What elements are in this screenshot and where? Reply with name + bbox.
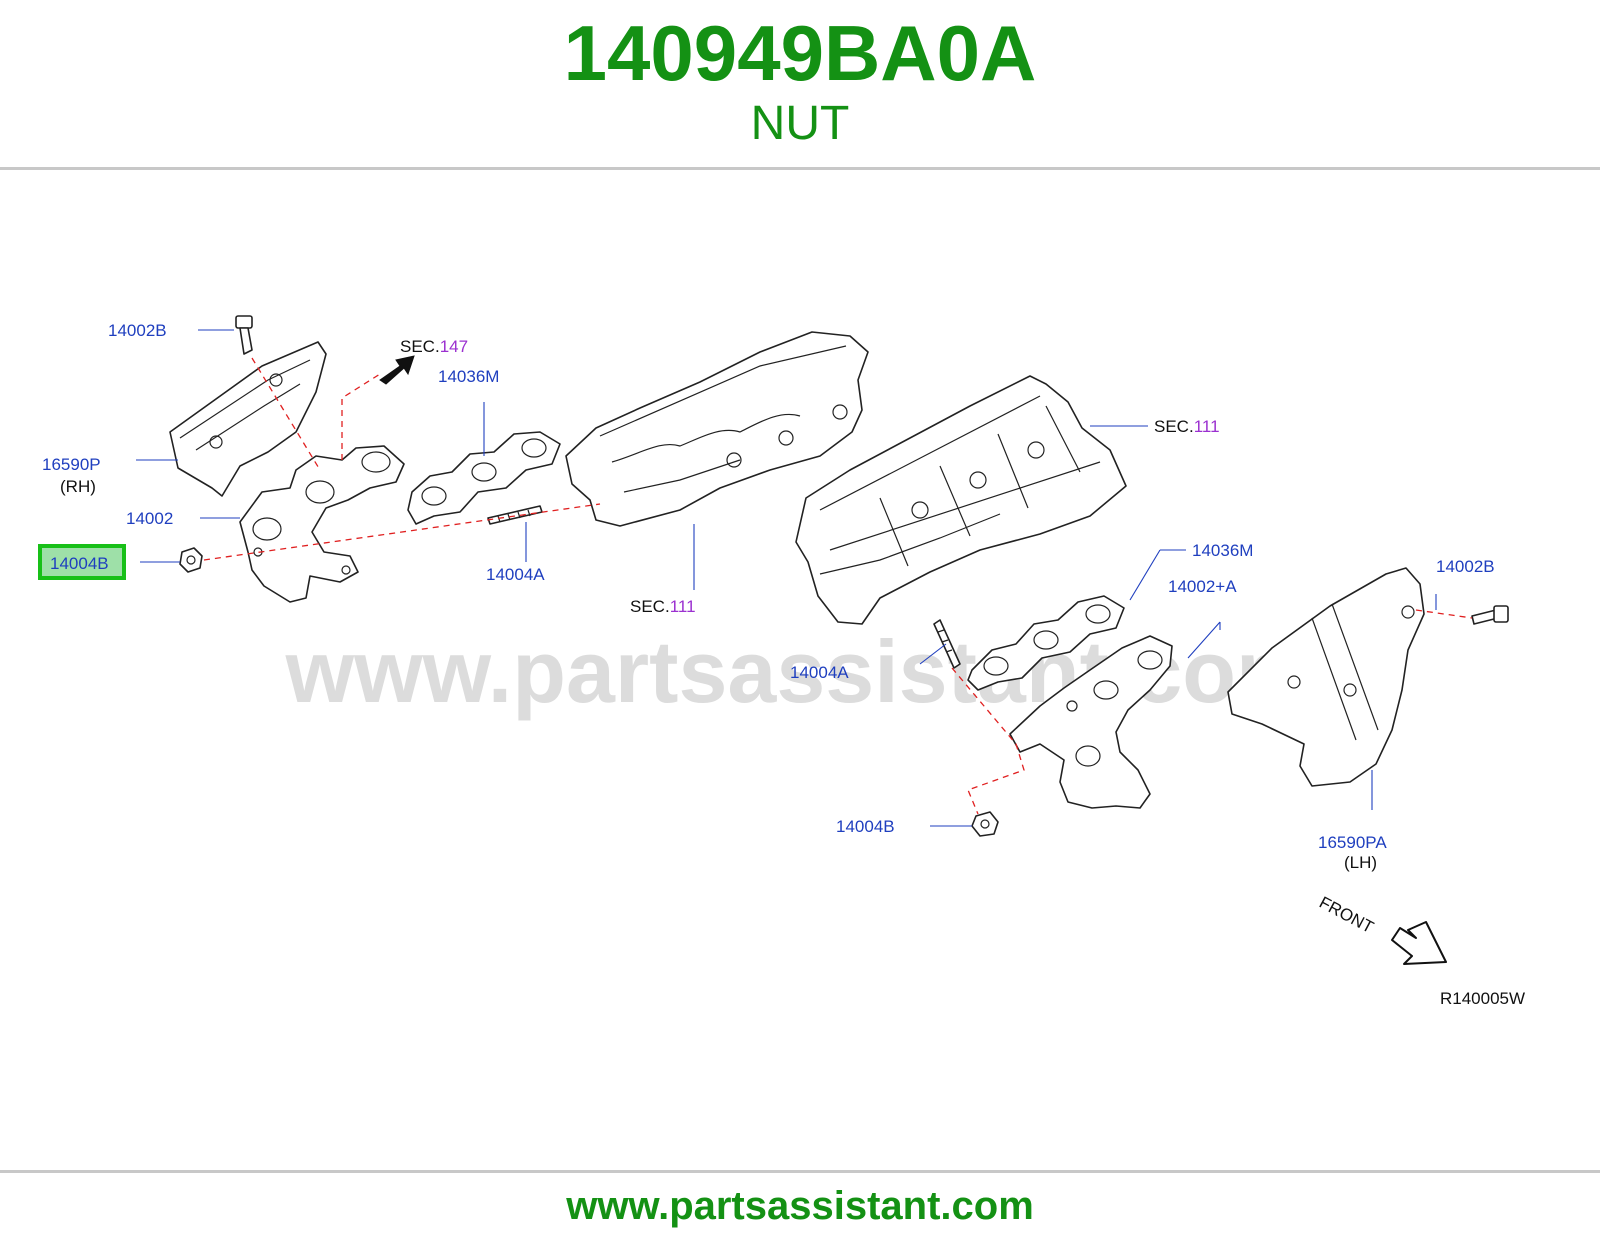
label-sec111-left-prefix: SEC.: [630, 597, 670, 616]
nut-14004B-left[interactable]: [179, 547, 203, 573]
parts-diagram: www.partsassistant.com: [38, 315, 1525, 1008]
label-14004B-bottom[interactable]: 14004B: [836, 817, 895, 836]
footer-divider: [0, 1170, 1600, 1173]
cylinder-block[interactable]: [795, 375, 1127, 625]
cylinder-head-left[interactable]: [565, 331, 869, 527]
label-lh: (LH): [1344, 853, 1377, 872]
label-rh: (RH): [60, 477, 96, 496]
gasket-14036M-right[interactable]: [967, 595, 1125, 691]
label-16590PA[interactable]: 16590PA: [1318, 833, 1387, 852]
label-14004A-right[interactable]: 14004A: [790, 663, 849, 682]
nut-14004B-bottom[interactable]: [971, 811, 999, 837]
label-14002B-top[interactable]: 14002B: [108, 321, 167, 340]
gasket-14036M-top[interactable]: [407, 431, 561, 525]
label-sec111-right-num: 111: [1194, 417, 1220, 436]
exhaust-manifold-rh[interactable]: [239, 445, 405, 603]
label-14002B-right[interactable]: 14002B: [1436, 557, 1495, 576]
sec147-arrow-icon: [379, 355, 415, 385]
label-sec111-right[interactable]: SEC.111: [1154, 417, 1220, 436]
front-arrow-icon: [1391, 921, 1447, 965]
label-14036M-top[interactable]: 14036M: [438, 367, 499, 386]
label-sec111-right-prefix: SEC.: [1154, 417, 1194, 436]
label-16590P[interactable]: 16590P: [42, 455, 101, 474]
part-name-subtitle: NUT: [750, 97, 850, 150]
label-sec111-left-num: 111: [670, 597, 696, 616]
label-reference: R140005W: [1440, 989, 1525, 1008]
label-14004B-left[interactable]: 14004B: [50, 554, 109, 573]
label-sec111-left[interactable]: SEC.111: [630, 597, 696, 616]
exhaust-manifold-lh[interactable]: [1009, 635, 1173, 809]
highlighted-part-14004B[interactable]: 14004B: [38, 544, 126, 580]
leader-lines: [136, 329, 1437, 827]
bolt-14002B-top[interactable]: [235, 315, 253, 355]
footer-url-link[interactable]: www.partsassistant.com: [566, 1184, 1034, 1228]
label-sec147[interactable]: SEC.147: [400, 337, 468, 356]
label-sec147-prefix: SEC.: [400, 337, 440, 356]
heat-shield-lh[interactable]: [1227, 567, 1425, 787]
label-sec147-num: 147: [440, 337, 468, 356]
stud-14004A-mid[interactable]: [487, 505, 543, 525]
header-divider: [0, 167, 1600, 170]
alignment-lines: [203, 357, 1473, 815]
header: 140949BA0A NUT: [0, 0, 1600, 168]
label-14002A[interactable]: 14002+A: [1168, 577, 1237, 596]
stud-14004A-right[interactable]: [933, 619, 961, 669]
label-14036M-right[interactable]: 14036M: [1192, 541, 1253, 560]
part-number-title: 140949BA0A: [563, 9, 1037, 97]
label-14004A-mid[interactable]: 14004A: [486, 565, 545, 584]
label-front: FRONT: [1316, 893, 1377, 937]
bolt-14002B-right[interactable]: [1471, 605, 1509, 625]
label-14002[interactable]: 14002: [126, 509, 173, 528]
heat-shield-rh[interactable]: [169, 341, 327, 497]
